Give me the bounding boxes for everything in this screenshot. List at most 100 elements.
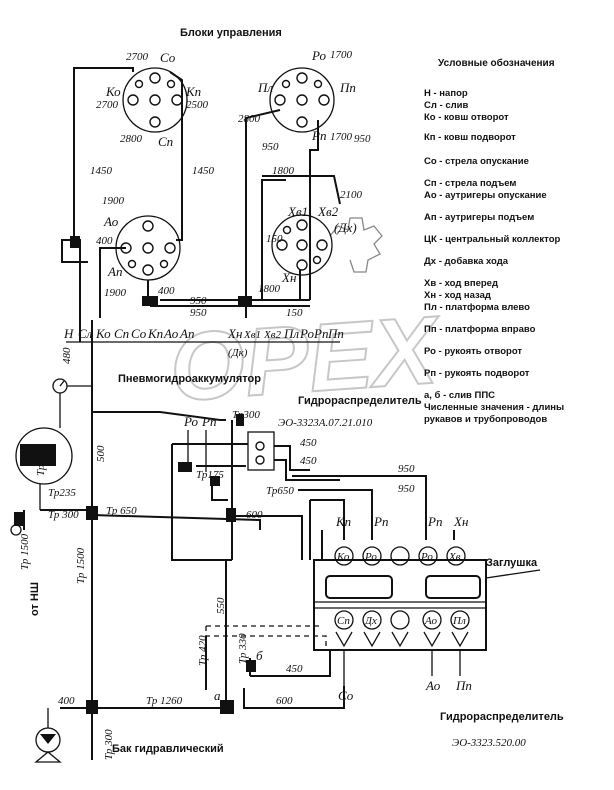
block1-co-label: Со [160, 50, 176, 65]
block3-ao-length: 1900 [102, 195, 125, 207]
port-rp-top-2: Рп [427, 514, 442, 529]
hose-450-a: 450 [300, 437, 317, 449]
hose-950-f: 950 [398, 483, 415, 495]
legend-item: ЦК - центральный коллектор [424, 234, 561, 245]
block2-pp-label: Пп [339, 80, 356, 95]
legend-item: Сл - слив [424, 100, 469, 111]
legend-item: а, б - слив ППС [424, 390, 496, 401]
manifold-label: Ао [163, 326, 179, 341]
block4-xv1-label: Хв1 [287, 204, 308, 219]
legend-item: Сп - стрела подъем [424, 178, 517, 189]
pressure-gauge [52, 378, 92, 400]
hose-600-b: 600 [276, 695, 293, 707]
legend-item: Кп - ковш подворот [424, 132, 516, 143]
block3-ap-length: 1900 [104, 287, 127, 299]
manifold-label: Пл [283, 326, 299, 341]
legend-item: Со - стрела опускание [424, 156, 529, 167]
block1-co-length: 2700 [126, 51, 149, 63]
manifold-label: Сл [78, 326, 93, 341]
distributor-links: 950 950 Кп Рп Рп Хн [292, 463, 468, 560]
port-xn-top: Хн [453, 514, 468, 529]
block1-kp-length: 2500 [186, 99, 209, 111]
distributor-bottom-label: Гидрораспределитель [440, 711, 564, 723]
control-blocks-title: Блоки управления [180, 27, 282, 39]
block3-ap-length-2: 400 [158, 285, 175, 297]
port-ao-bottom: Ао [425, 678, 441, 693]
block1-kp-label: Кп [185, 84, 201, 99]
port-rp-top-1: Рп [373, 514, 388, 529]
legend-item: Ро - рукоять отворот [424, 346, 523, 357]
manifold-label: Сп [114, 326, 129, 341]
fitting-tr330: Тр 330 [237, 633, 249, 664]
manifold-label: Ро [299, 326, 314, 341]
block3-ao-length-2: 400 [96, 235, 113, 247]
legend-title: Условные обозначения [438, 58, 555, 69]
manifold-sub-label: (Дк) [228, 347, 248, 359]
fitting-tr235: Тр235 [48, 487, 76, 499]
manifold-label: Рп [313, 326, 328, 341]
manifold-label: Со [131, 326, 147, 341]
block1-cp-label: Сп [158, 134, 173, 149]
dist-upper-section: Ро [364, 551, 377, 563]
dist-lower-section: Сп [337, 615, 350, 627]
block1-ko-length: 2700 [96, 99, 119, 111]
port-kp-top: Кп [335, 514, 351, 529]
dist-upper-section: Ро [420, 551, 433, 563]
hose-950-c: 950 [190, 295, 207, 307]
block2-ro-label: Ро [311, 48, 326, 63]
hose-550: 550 [215, 597, 227, 614]
gear-watermark-icon [329, 217, 383, 273]
block2-pl-label: Пл [257, 80, 273, 95]
control-hoses: 1450 1450 950 950 1800 950 950 150 [61, 67, 371, 319]
legend-item: Численные значения - длины [424, 402, 565, 413]
hose-450-c: 450 [286, 663, 303, 675]
letter-b: б [256, 648, 263, 663]
legend-item: Хн - ход назад [424, 290, 491, 301]
manifold-label: Пп [327, 326, 344, 341]
accumulator-label: Пневмогидроаккумулятор [118, 373, 261, 385]
dist-lower-section: Ао [424, 615, 438, 627]
block2-ro-length: 1700 [330, 49, 353, 61]
legend-item: Пл - платформа влево [424, 302, 530, 313]
drain-lines: 550 Тр 420 Тр 330 б а 450 600 [197, 560, 345, 714]
hose-950-a: 950 [262, 141, 279, 153]
dist-lower-section: Дх [364, 615, 377, 627]
legend-item: Пп - платформа вправо [424, 324, 536, 335]
pressure-trunk: 480 500 400 [10, 318, 261, 760]
fitting-tr300-left: Тр 300 [48, 509, 79, 521]
fitting-tr650-left: Тр 650 [106, 505, 137, 517]
hose-480: 480 [61, 347, 73, 364]
hose-950-e: 950 [398, 463, 415, 475]
hose-400: 400 [58, 695, 75, 707]
hose-1450-left: 1450 [90, 165, 113, 177]
manifold-label: Ап [179, 326, 194, 341]
distributor-top-label: Гидрораспределитель [298, 395, 422, 407]
manifold-label: Хв1 [243, 329, 261, 341]
block1-ko-label: Ко [105, 84, 121, 99]
legend-item: Хв - ход вперед [424, 278, 498, 289]
distributor-bottom-code: ЭО-3323.520.00 [452, 737, 526, 749]
block4-top-length: 2100 [340, 189, 363, 201]
port-pp-bottom: Пп [455, 678, 472, 693]
block1-cp-length: 2800 [120, 133, 143, 145]
manifold-label: Хн [227, 326, 242, 341]
control-block-1: Со 2700 Ко 2700 Кп 2500 2800 Сп [96, 50, 209, 149]
fitting-tr175-left: Тр 175 [35, 445, 47, 476]
block4-xn-label: Хн [281, 270, 296, 285]
letter-a: а [214, 688, 221, 703]
fitting-tr300-bottom: Тр 300 [103, 729, 115, 760]
distributor-top: Ро Рп Тр300 Тр175 Тр650 450 450 600 [171, 409, 340, 561]
fitting-tr420: Тр 420 [197, 635, 209, 666]
from-pump-label: от НШ [29, 582, 41, 616]
block4-xv2-label: Хв2 [317, 204, 339, 219]
distributor-bottom: Ко Ро Ро Хв Сп Дх Ао Пл Со Ао Пп [313, 546, 541, 703]
legend-item: Ко - ковш отворот [424, 112, 509, 123]
block4-xv1-length: 150 [266, 233, 283, 245]
manifold-label: Кп [147, 326, 163, 341]
hose-1450-right: 1450 [192, 165, 215, 177]
control-block-4: 2100 Хв1 Хв2 (Дх) 150 Хн 1800 [258, 189, 363, 295]
accumulator [15, 400, 73, 510]
dist-lower-section: Пл [452, 615, 466, 627]
rp-top-label: Рп [201, 414, 216, 429]
